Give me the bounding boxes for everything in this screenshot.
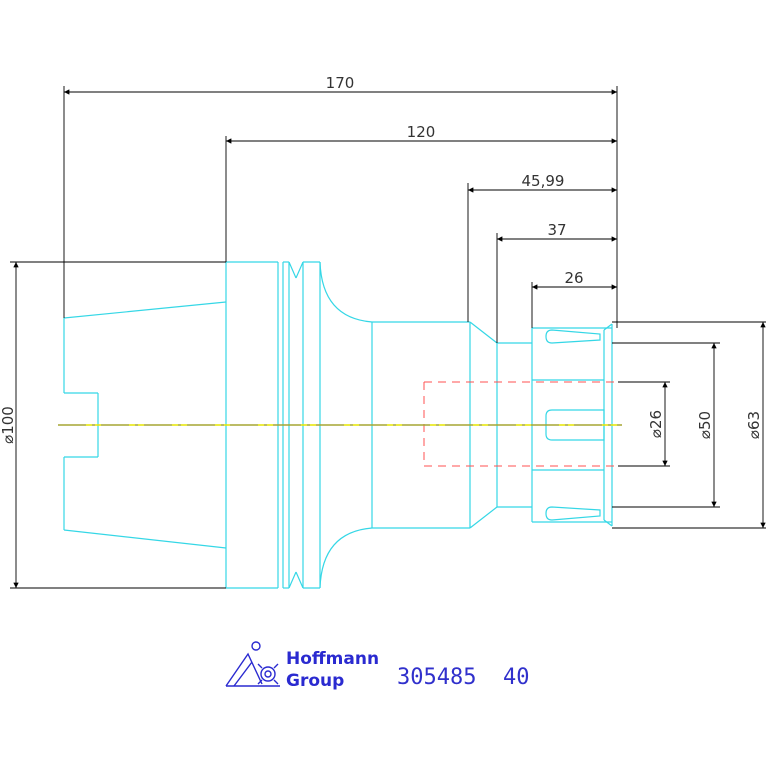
dim-dia-flange: ⌀100 <box>0 406 17 444</box>
dim-collet-length: 37 <box>547 221 566 239</box>
part-number: 305485 40 <box>397 665 529 690</box>
dimension-lines <box>10 86 766 589</box>
dim-dia-bore: ⌀26 <box>647 410 665 438</box>
dim-overall-length: 170 <box>326 74 355 92</box>
logo-symbol-icon <box>225 641 280 687</box>
dim-dia-nose: ⌀63 <box>745 411 763 439</box>
tool-holder-outline <box>63 261 613 589</box>
logo-line1: Hoffmann <box>286 649 379 669</box>
hidden-bore <box>423 381 618 467</box>
dim-nose-length: 45,99 <box>522 172 565 190</box>
dim-dia-nut: ⌀50 <box>696 411 714 439</box>
hoffmann-logo: Hoffmann Group <box>225 641 379 691</box>
logo-line2: Group <box>286 671 344 691</box>
dim-clamp-length: 26 <box>564 269 583 287</box>
dim-length-from-flange: 120 <box>407 123 436 141</box>
